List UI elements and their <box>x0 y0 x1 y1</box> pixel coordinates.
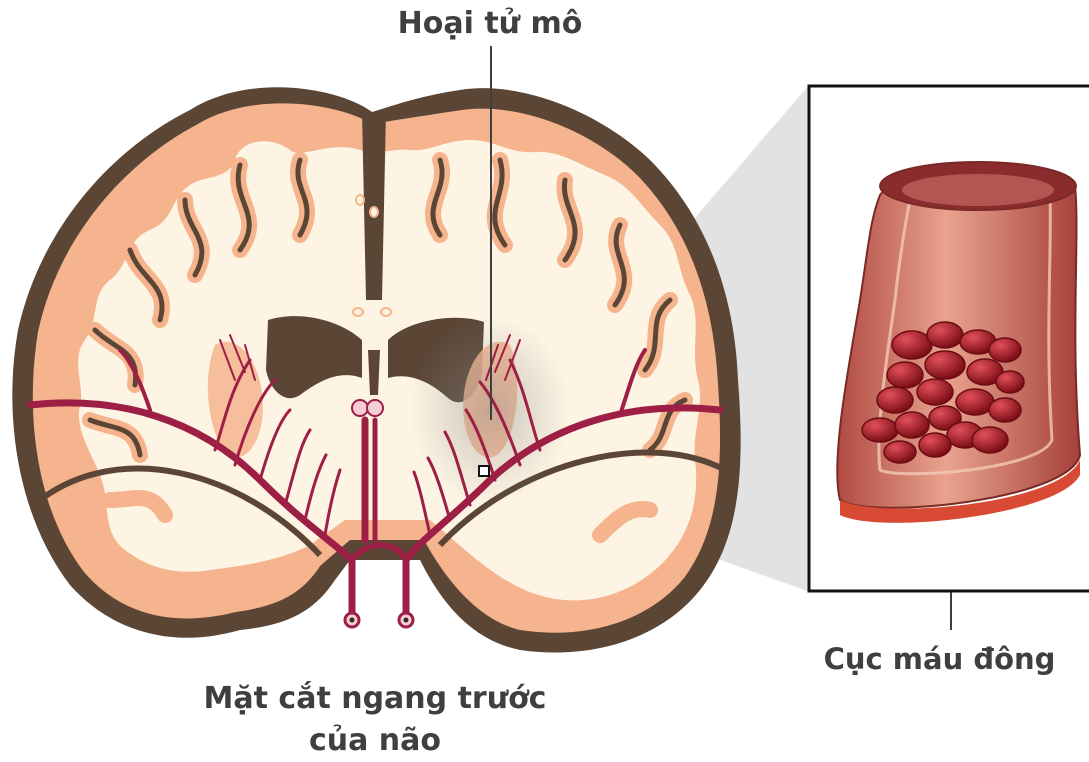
brain-coronal-section <box>12 87 740 652</box>
clot-location-marker <box>479 466 489 476</box>
section-caption-line2: của não <box>140 720 610 762</box>
necrosis-label: Hoại tử mô <box>300 6 680 41</box>
section-caption: Mặt cắt ngang trước của não <box>140 678 610 762</box>
inset-panel <box>809 86 1089 591</box>
section-caption-line1: Mặt cắt ngang trước <box>140 678 610 720</box>
third-ventricle <box>368 350 380 395</box>
clot-label: Cục máu đông <box>790 642 1089 676</box>
